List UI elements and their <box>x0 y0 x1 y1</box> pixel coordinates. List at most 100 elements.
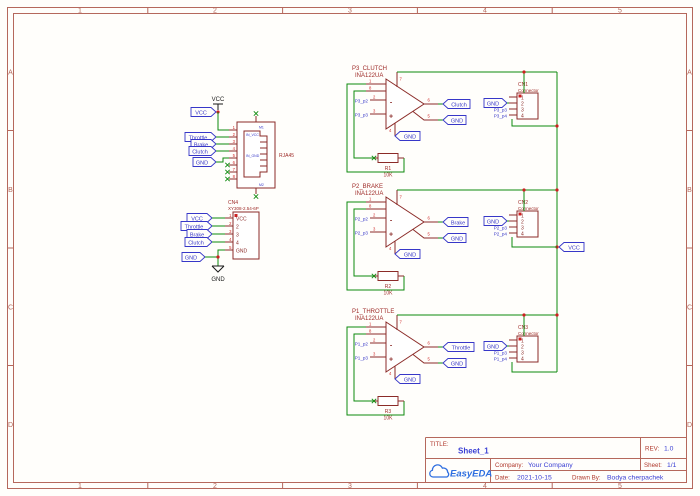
net-flag-vcc[interactable] <box>558 242 585 252</box>
connector-cn3[interactable]: CN3 Connector 1 2 3 4 GND P1_p3 P1_p4 <box>483 313 557 373</box>
frame-col-label: 3 <box>348 8 352 15</box>
pin-name: 4 <box>521 357 524 363</box>
junction-dot <box>216 255 220 259</box>
amp-clutch[interactable]: P3_CLUTCH INA122UA 1 8 R1 10K 2 3 7 4 6 … <box>346 66 557 179</box>
net-flag-gnd[interactable] <box>442 115 467 125</box>
wire[interactable] <box>216 157 229 163</box>
connector-value: Connector <box>518 331 539 336</box>
net-label-text: P3_p4 <box>494 114 508 119</box>
frame-col-label: 3 <box>348 483 352 490</box>
wire[interactable] <box>346 326 405 416</box>
net-flag-throttle[interactable] <box>442 342 475 352</box>
net-flag-label: GND <box>404 135 416 141</box>
pin-number: 8 <box>369 329 372 334</box>
net-flag-gnd[interactable] <box>442 233 467 243</box>
net-flag-gnd[interactable] <box>181 252 206 262</box>
rev-value[interactable]: 1.0 <box>664 446 674 453</box>
net-flag-gnd[interactable] <box>394 131 421 141</box>
sheet-count-value[interactable]: 1/1 <box>667 462 677 469</box>
resistor-body[interactable] <box>377 396 399 406</box>
amp-throttle[interactable]: P1_THROTTLE INA122UA 1 8 R3 10K 2 3 7 4 … <box>346 309 559 422</box>
net-flag-label: Brake <box>451 221 465 227</box>
rj45-shield-label: M2 <box>259 183 264 187</box>
connector-pins <box>509 339 517 359</box>
net-label-text: P2_p3 <box>355 231 369 236</box>
net-flag-clutch[interactable] <box>184 237 213 247</box>
pin1-marker <box>518 337 522 341</box>
pin-name: 4 <box>236 241 239 247</box>
net-flag-gnd[interactable] <box>442 358 467 368</box>
amp-brake[interactable]: P2_BRAKE INA122UA 1 8 R2 10K 2 3 7 4 6 5… <box>346 184 559 297</box>
pin-name: 3 <box>236 233 239 239</box>
frame-col-label: 2 <box>213 483 217 490</box>
opamp-pins <box>370 190 438 254</box>
pin-number: 2 <box>233 132 236 137</box>
net-flag-gnd[interactable] <box>483 341 508 351</box>
opamp-triangle[interactable] <box>385 321 425 373</box>
pin-number: 4 <box>229 237 232 242</box>
pin-number: 8 <box>233 174 236 179</box>
net-flag-vcc[interactable] <box>190 107 217 117</box>
connector-cn2[interactable]: CN2 Connector 1 2 3 4 GND P2_p3 P2_p4 <box>483 188 557 248</box>
drawn-by-label: Drawn By: <box>572 475 601 482</box>
connector-cn1[interactable]: CN1 Connector 1 2 3 4 GND P3_p3 P3_p4 <box>483 70 559 128</box>
date-value[interactable]: 2021-10-15 <box>517 475 552 482</box>
wire[interactable] <box>511 119 557 127</box>
vcc-power-symbol[interactable] <box>213 103 223 110</box>
net-label-text: P1_p4 <box>494 357 508 362</box>
pin1-marker <box>234 214 238 217</box>
cn4-body[interactable] <box>232 211 260 260</box>
rj45-circuit[interactable]: VCC VCC Throttle Brake Clutch GND IN_VCC… <box>184 97 294 200</box>
pin-number: 4 <box>389 371 392 376</box>
net-label-text: P3_p3 <box>494 108 508 113</box>
wire[interactable] <box>346 201 405 291</box>
pin-number: 5 <box>428 232 431 237</box>
wire[interactable] <box>511 237 557 248</box>
amp-gain-pins <box>366 326 386 335</box>
pin-number: 5 <box>233 153 236 158</box>
vcc-power-label: VCC <box>212 97 225 103</box>
net-flag-label: Throttle <box>189 136 208 142</box>
net-flag-gnd[interactable] <box>192 157 217 167</box>
wire[interactable] <box>511 362 557 373</box>
frame-ticks <box>7 7 693 489</box>
resistor-body[interactable] <box>377 271 399 281</box>
net-flag-gnd[interactable] <box>483 98 508 108</box>
sheet-title[interactable]: Sheet_1 <box>458 447 489 456</box>
company-value[interactable]: Your Company <box>528 462 573 469</box>
net-flag-gnd[interactable] <box>483 216 508 226</box>
wire[interactable] <box>438 103 443 121</box>
junction-dot <box>555 313 559 317</box>
pin-name: 1 <box>521 339 524 345</box>
opamp-triangle[interactable] <box>385 78 425 130</box>
drawn-by-value[interactable]: Bodya cherpachek <box>607 475 664 482</box>
connector-body[interactable] <box>516 210 539 238</box>
net-flag-gnd[interactable] <box>394 249 421 259</box>
wire[interactable] <box>438 346 443 364</box>
connector-body[interactable] <box>516 92 539 120</box>
net-flag-gnd[interactable] <box>394 374 421 384</box>
net-flag-label: GND <box>404 253 416 259</box>
wire[interactable] <box>438 221 443 239</box>
no-connect-icon <box>224 162 231 182</box>
pin-number: 8 <box>369 204 372 209</box>
rj45-pins <box>229 129 237 180</box>
cn4-pins <box>225 217 233 251</box>
net-label-text: P2_p2 <box>355 217 369 222</box>
net-label-text: P2_p3 <box>494 226 508 231</box>
frame-col-label: 5 <box>618 8 622 15</box>
gnd-power-label: GND <box>211 277 225 283</box>
wire[interactable] <box>217 112 229 131</box>
net-flag-clutch[interactable] <box>188 146 217 156</box>
resistor-body[interactable] <box>377 153 399 163</box>
net-flag-clutch[interactable] <box>442 99 471 109</box>
wire[interactable] <box>346 83 405 173</box>
net-flag-brake[interactable] <box>442 217 469 227</box>
gnd-power-symbol[interactable] <box>211 265 225 273</box>
cn4-circuit[interactable]: CN4 XY308-2.54-6P 1 2 3 4 5 VCC 2 3 4 GN… <box>180 200 260 283</box>
opamp-triangle[interactable] <box>385 196 425 248</box>
rj45-ref-label: RJA45 <box>279 153 294 159</box>
connector-body[interactable] <box>516 335 539 363</box>
net-label-text: P1_p2 <box>355 342 369 347</box>
net-flag-label: GND <box>451 119 463 125</box>
